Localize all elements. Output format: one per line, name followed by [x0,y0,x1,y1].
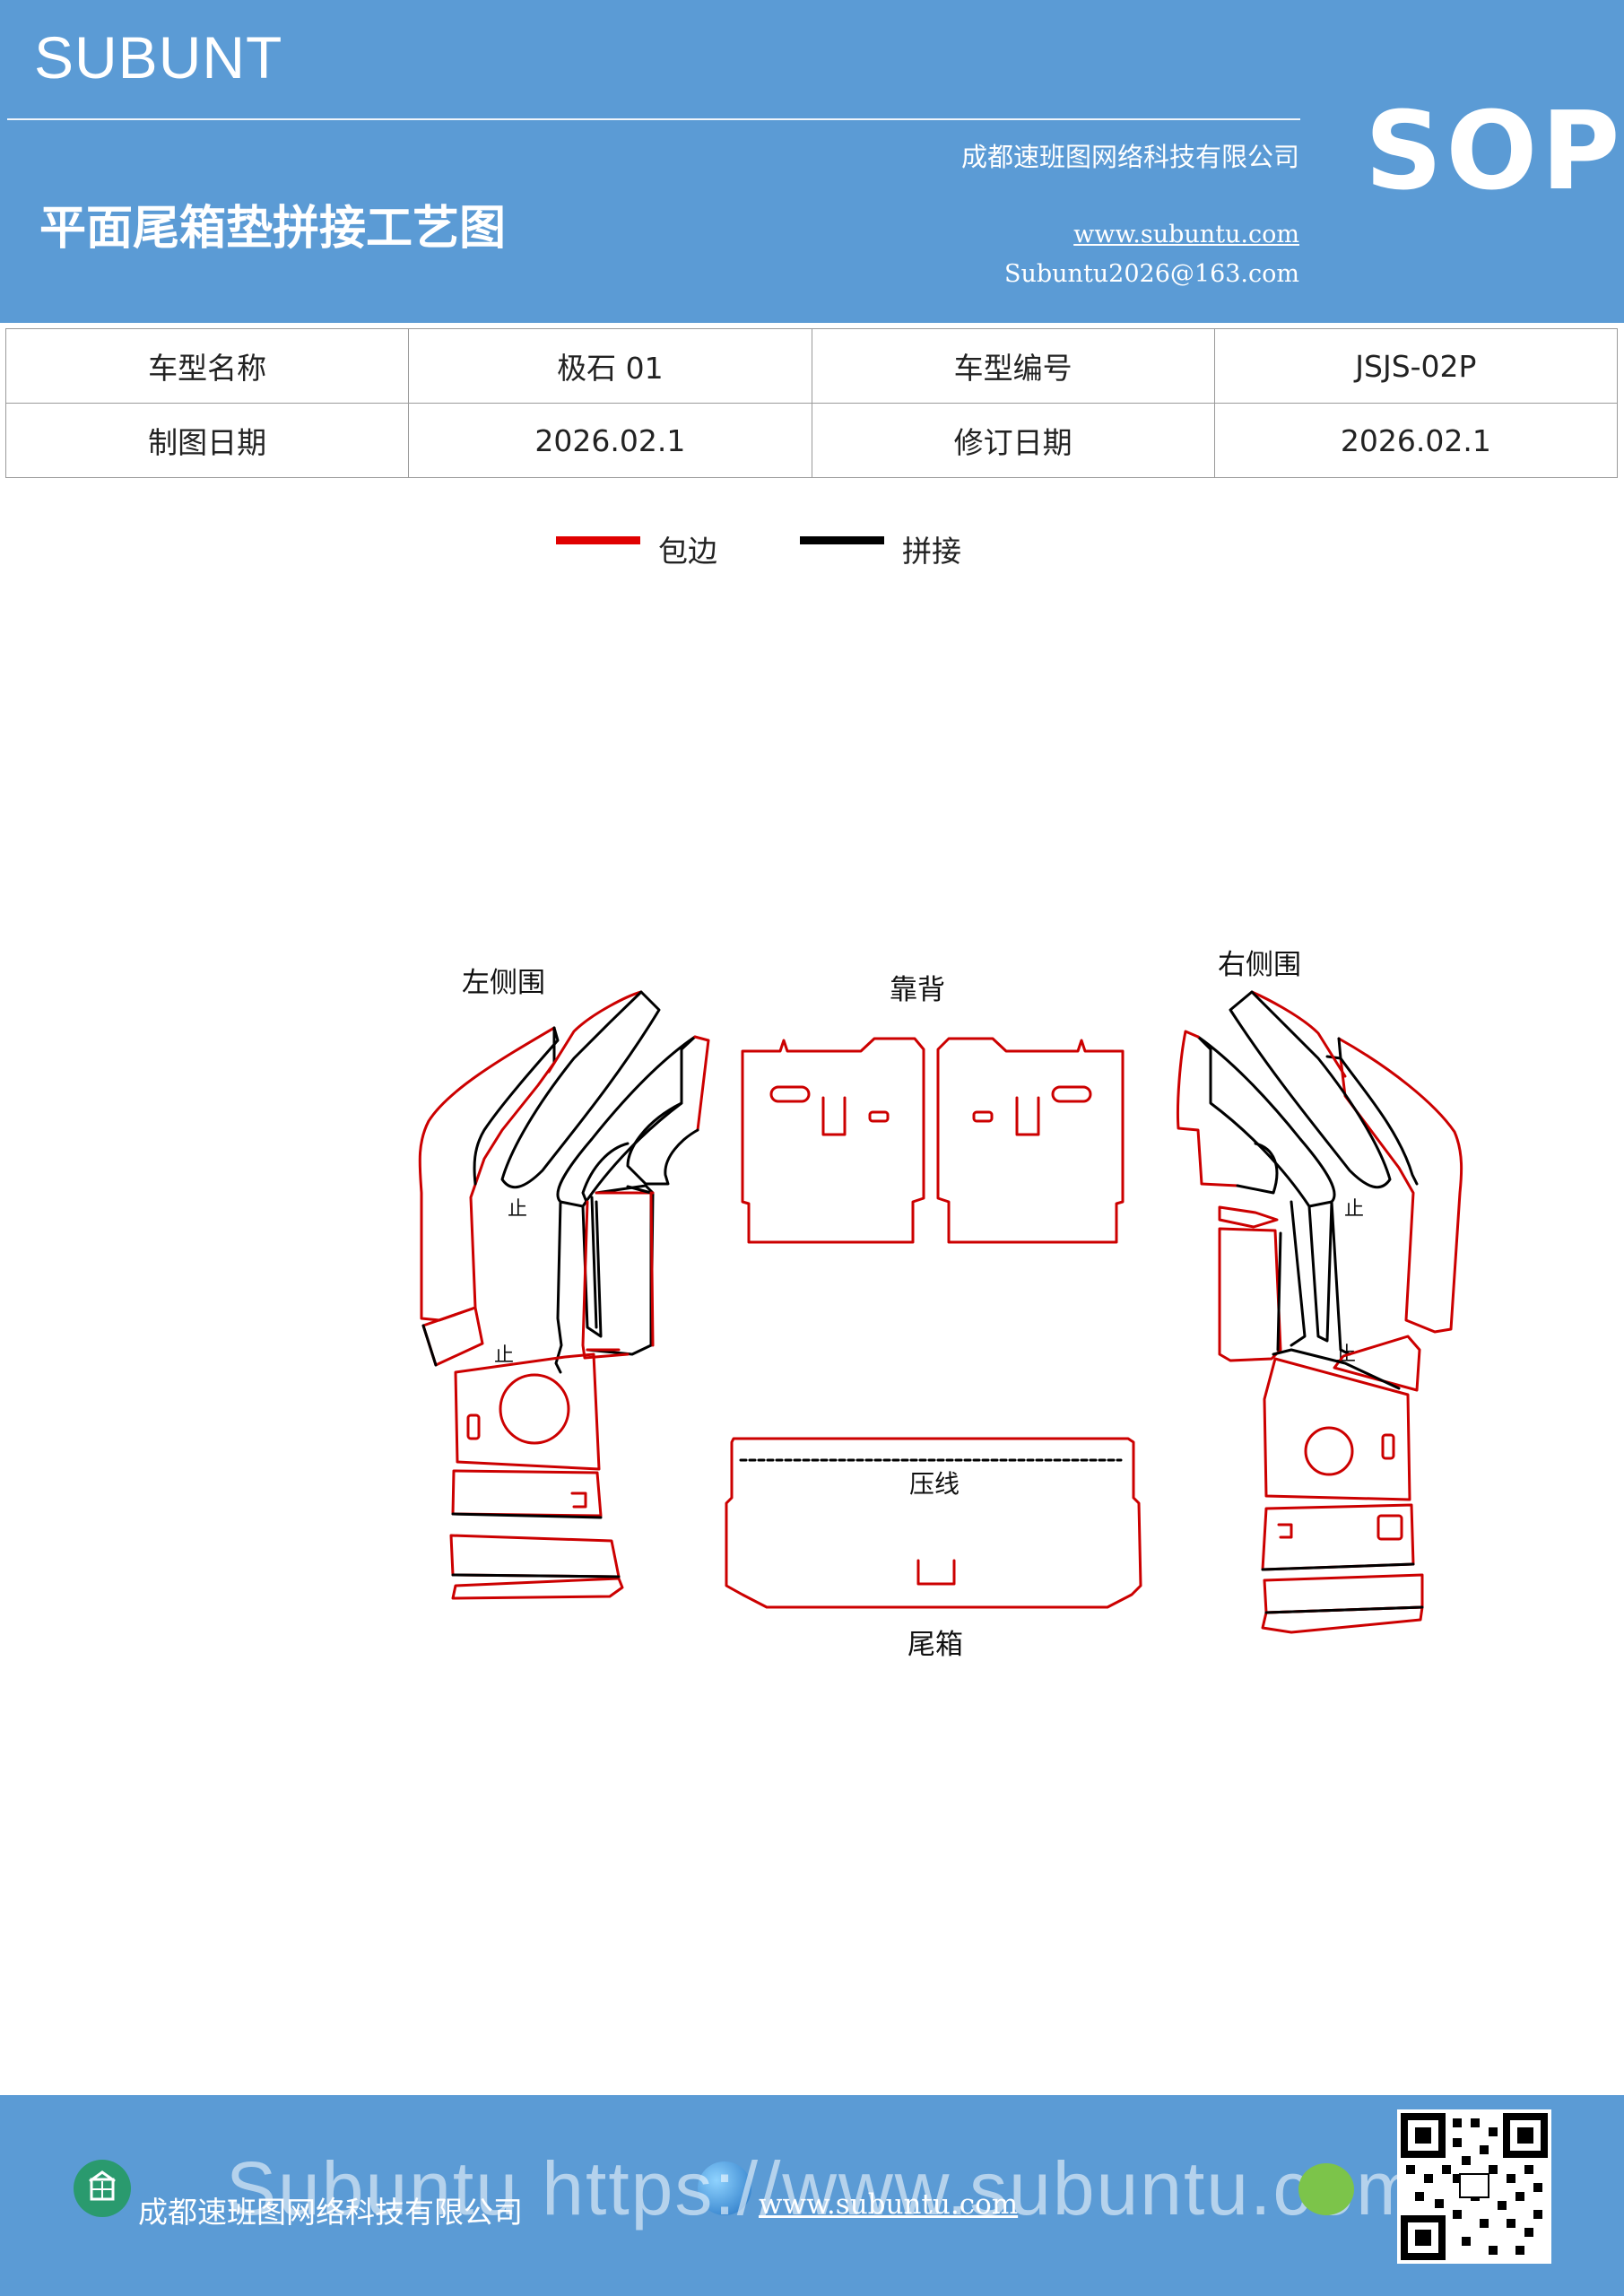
label-backrest: 靠背 [890,974,945,1006]
label-crease: 压线 [909,1469,960,1499]
page-title: 平面尾箱垫拼接工艺图 [39,202,507,256]
label-left-side: 左侧围 [462,967,545,999]
model-name-value: 极石 01 [408,328,812,404]
email-link[interactable]: Subuntu2026@163.com [1004,260,1299,288]
draw-date-label: 制图日期 [4,403,410,478]
vehicle-info-table: 车型名称 极石 01 车型编号 JSJS-02P 制图日期 2026.02.1 … [4,328,1619,478]
brand-name: SUBUNT [34,24,283,91]
label-stop: 止 [1344,1198,1364,1221]
footer-website[interactable]: www.subuntu.com [759,2188,1019,2221]
label-stop: 止 [508,1198,527,1221]
legend-edge-label: 包边 [658,534,717,569]
header-banner: SUBUNT 平面尾箱垫拼接工艺图 成都速班图网络科技有限公司 www.subu… [0,0,1624,323]
revision-date-value: 2026.02.1 [1213,403,1619,478]
label-right-side: 右侧围 [1218,949,1301,981]
model-code-label: 车型编号 [811,328,1215,404]
table-row: 制图日期 2026.02.1 修订日期 2026.02.1 [4,403,1619,478]
legend: 包边 拼接 [0,522,1624,576]
legend-edge-line [556,536,640,544]
building-icon [74,2160,131,2217]
backrest-right-panel [936,1037,1125,1244]
qr-code[interactable] [1397,2109,1551,2264]
trunk-panel [725,1437,1142,1609]
footer-banner: 成都速班图网络科技有限公司 www.subuntu.com Subuntu ht… [0,2095,1624,2296]
website-link[interactable]: www.subuntu.com [1073,221,1299,248]
label-trunk: 尾箱 [908,1629,963,1661]
backrest-left-panel [741,1037,925,1244]
left-side-panel [418,990,710,1600]
header-divider [7,118,1300,120]
footer-company: 成都速班图网络科技有限公司 [138,2195,523,2230]
draw-date-value: 2026.02.1 [408,403,812,478]
legend-seam-label: 拼接 [902,534,961,569]
table-row: 车型名称 极石 01 车型编号 JSJS-02P [4,328,1619,404]
globe-icon [698,2161,751,2215]
company-name: 成都速班图网络科技有限公司 [960,142,1299,172]
sop-badge: SOP [1365,90,1624,214]
wechat-icon[interactable] [1298,2163,1354,2215]
legend-seam-line [800,536,884,544]
model-code-value: JSJS-02P [1213,328,1619,404]
revision-date-label: 修订日期 [811,403,1215,478]
right-side-panel [1176,990,1463,1634]
label-stop: 止 [494,1344,514,1367]
model-name-label: 车型名称 [4,328,410,404]
footer-watermark-banner: Subuntu https://www.subuntu.com [226,2146,1421,2231]
